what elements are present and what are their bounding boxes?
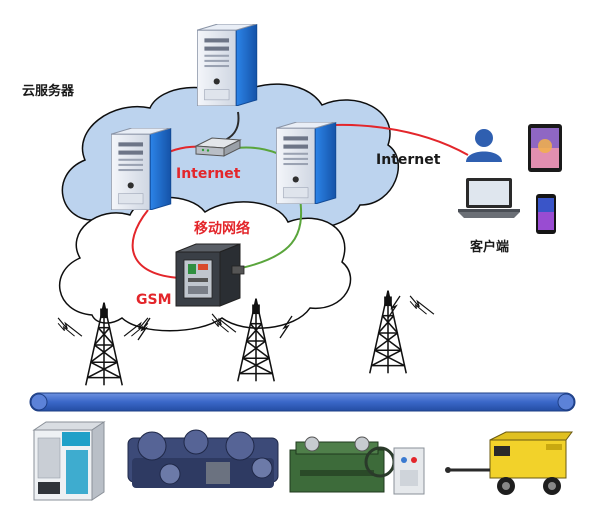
mobile-network-label: 移动网络 <box>194 221 250 237</box>
smartphone-icon <box>536 194 556 234</box>
cloud-server-label: 云服务器 <box>22 84 75 99</box>
cell-tower-icon <box>368 289 435 375</box>
tablet-icon <box>528 124 562 172</box>
server-icon <box>276 122 337 204</box>
router-icon <box>194 137 242 157</box>
gsm-label: GSM <box>136 292 172 308</box>
machine-icon <box>289 436 425 495</box>
portable-compressor-icon <box>445 431 573 495</box>
machine-icon <box>127 429 279 488</box>
server-icon <box>111 128 172 210</box>
gateway-device-icon <box>175 243 245 307</box>
user-icon <box>466 129 502 162</box>
laptop-icon <box>458 178 520 218</box>
internet-label-center: Internet <box>176 166 241 182</box>
field-bus <box>29 392 576 412</box>
client-label: 客户端 <box>470 240 510 255</box>
server-icon <box>197 24 258 106</box>
internet-label-right: Internet <box>376 152 441 168</box>
signal-icon <box>137 295 401 341</box>
compressor-icon <box>32 421 106 501</box>
